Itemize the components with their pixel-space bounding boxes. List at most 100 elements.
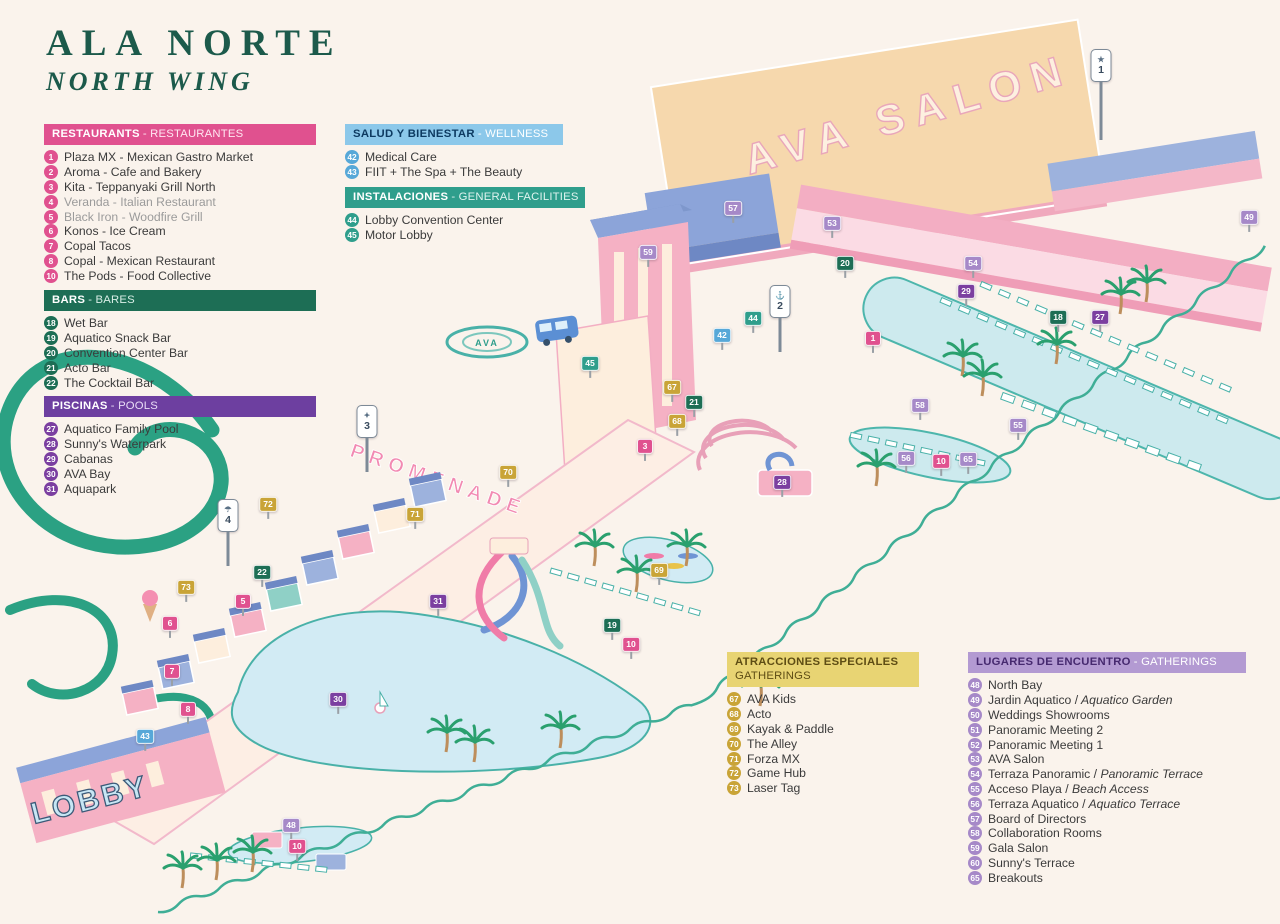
- map-marker-44: 44: [744, 310, 762, 333]
- item-label: Kita - Teppanyaki Grill North: [64, 179, 216, 194]
- legend-header-bars: BARS- BARES: [44, 290, 316, 311]
- legend-title-secondary: - GENERAL FACILITIES: [451, 191, 579, 203]
- marker-number: 42: [713, 327, 731, 343]
- map-marker-65: 65: [959, 451, 977, 474]
- amphitheater: [696, 418, 798, 471]
- item-number-badge: 18: [44, 316, 58, 331]
- item-label: Aquatico Family Pool: [64, 422, 179, 437]
- aquapark-platform: [489, 537, 529, 555]
- marker-number: 30: [329, 691, 347, 707]
- legend-item-58: 58 Collaboration Rooms: [968, 826, 1246, 841]
- item-number-badge: 58: [968, 826, 982, 841]
- item-label: Medical Care: [365, 150, 437, 165]
- item-number-badge: 65: [968, 870, 982, 885]
- map-marker-1: 1: [865, 330, 881, 353]
- item-label: Weddings Showrooms: [988, 707, 1110, 722]
- map-marker-67: 67: [663, 379, 681, 402]
- item-number-badge: 52: [968, 737, 982, 752]
- kayak-cove: [622, 536, 714, 584]
- legend-title-primary: INSTALACIONES: [353, 191, 449, 203]
- item-label: North Bay: [988, 678, 1043, 693]
- legend-title-primary: BARS: [52, 294, 86, 306]
- item-number-badge: 43: [345, 165, 359, 180]
- item-number-badge: 45: [345, 228, 359, 243]
- item-number-badge: 67: [727, 692, 741, 707]
- marker-number: 5: [235, 593, 251, 609]
- map-marker-71: 71: [406, 506, 424, 529]
- item-label: Motor Lobby: [365, 228, 433, 243]
- legend-item-7: 7 Copal Tacos: [44, 239, 316, 254]
- item-number-badge: 29: [44, 451, 58, 466]
- lobby-building: [16, 717, 226, 844]
- item-label: Collaboration Rooms: [988, 826, 1102, 841]
- tower-sign-3: ✦3: [356, 405, 378, 472]
- legend-facilities: INSTALACIONES- GENERAL FACILITIES 44 Lobb…: [345, 187, 585, 243]
- map-marker-43: 43: [136, 728, 154, 751]
- item-number-badge: 2: [44, 165, 58, 180]
- legend-title-secondary: - BARES: [88, 294, 135, 306]
- map-marker-56: 56: [897, 450, 915, 473]
- item-number-badge: 21: [44, 360, 58, 375]
- map-marker-3: 3: [637, 438, 653, 461]
- item-number-badge: 44: [345, 213, 359, 228]
- map-marker-19: 19: [603, 617, 621, 640]
- north-buildings: [1047, 130, 1263, 212]
- tower-sign-1: ★1: [1090, 49, 1112, 140]
- palm-tree-icon: [962, 358, 1003, 397]
- map-marker-27: 27: [1091, 309, 1109, 332]
- marker-number: 6: [162, 615, 178, 631]
- marker-number: 29: [957, 283, 975, 299]
- map-marker-69: 69: [650, 562, 668, 585]
- shop-building: [336, 524, 376, 560]
- marker-number: 54: [964, 255, 982, 271]
- shop-building: [372, 498, 412, 534]
- item-label: Terraza Aquatico / Aquatico Terrace: [988, 796, 1181, 811]
- item-number-badge: 22: [44, 375, 58, 390]
- item-number-badge: 6: [44, 224, 58, 239]
- marker-number: 70: [499, 464, 517, 480]
- legend-title-secondary: - WELLNESS: [477, 128, 549, 140]
- map-marker-5: 5: [235, 593, 251, 616]
- tower-sign-number: 4: [225, 514, 231, 526]
- legend-header-gatherings: LUGARES DE ENCUENTRO- GATHERINGS: [968, 652, 1246, 673]
- tower-sign-plate: ☂4: [217, 499, 239, 532]
- item-number-badge: 57: [968, 811, 982, 826]
- item-number-badge: 20: [44, 345, 58, 360]
- palm-tree-icon: [1100, 276, 1141, 315]
- item-label: Laser Tag: [747, 781, 801, 796]
- map-marker-72: 72: [259, 496, 277, 519]
- palm-tree-icon: [540, 710, 581, 749]
- palm-tree-icon: [454, 724, 495, 763]
- map-marker-22: 22: [253, 564, 271, 587]
- marker-number: 22: [253, 564, 271, 580]
- item-label: Wet Bar: [64, 316, 108, 331]
- legend-title-primary: PISCINAS: [52, 400, 108, 412]
- item-label: Aquatico Snack Bar: [64, 331, 172, 346]
- item-number-badge: 5: [44, 209, 58, 224]
- marker-number: 73: [177, 579, 195, 595]
- item-number-badge: 7: [44, 239, 58, 254]
- map-marker-54: 54: [964, 255, 982, 278]
- tower-sign-icon: ⚓: [775, 291, 785, 300]
- palm-tree-icon: [162, 850, 203, 889]
- item-label: Lobby Convention Center: [365, 213, 504, 228]
- item-label: Panoramic Meeting 1: [988, 737, 1104, 752]
- marker-number: 10: [932, 453, 950, 469]
- item-label: Copal Tacos: [64, 239, 131, 254]
